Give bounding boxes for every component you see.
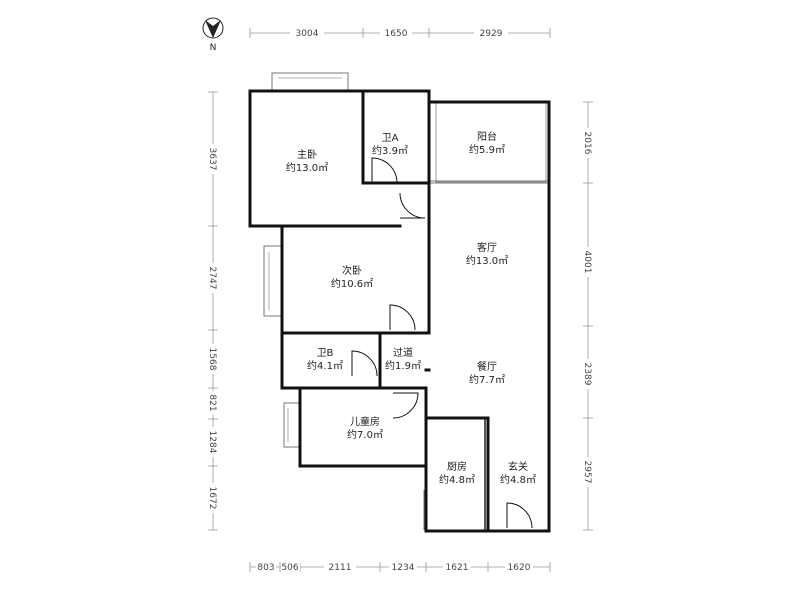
room-area-kitchen: 约4.8㎡ [439, 473, 475, 486]
doors [351, 157, 533, 529]
room-area-living-room: 约13.0㎡ [466, 254, 508, 267]
door-entrance [506, 502, 533, 529]
room-name-dining-room: 餐厅 [477, 360, 497, 373]
room-area-second-bedroom: 约10.6㎡ [331, 277, 373, 290]
door-kids-room [392, 392, 419, 419]
right-dimensions: 2016 4001 2389 2957 [582, 101, 594, 531]
room-area-dining-room: 约7.7㎡ [469, 373, 505, 386]
dim-left-1: 3637 [207, 148, 217, 171]
dim-bottom-5: 1621 [446, 563, 469, 573]
room-area-entrance: 约4.8㎡ [500, 473, 536, 486]
dim-top-2: 1650 [385, 29, 408, 39]
compass-arrow-icon [205, 20, 221, 38]
dim-right-4: 2957 [582, 461, 592, 484]
room-area-bath-b: 约4.1㎡ [307, 359, 343, 372]
dim-right-2: 4001 [582, 251, 592, 274]
dim-bottom-3: 2111 [329, 563, 352, 573]
room-area-bath-a: 约3.9㎡ [372, 144, 408, 157]
room-area-balcony: 约5.9㎡ [469, 143, 505, 156]
room-area-master-bedroom: 约13.0㎡ [286, 161, 328, 174]
bottom-dimensions: 803 506 2111 1234 1621 1620 [249, 561, 551, 573]
room-name-second-bedroom: 次卧 [342, 264, 362, 277]
door-bath-a [371, 157, 398, 184]
dim-bottom-6: 1620 [508, 563, 531, 573]
room-name-bath-b: 卫B [317, 348, 334, 359]
room-name-master-bedroom: 主卧 [297, 148, 317, 161]
compass: N [202, 17, 224, 53]
door-bath-b [351, 350, 378, 377]
dim-left-3: 1568 [207, 348, 217, 371]
compass-label: N [210, 43, 217, 53]
window-kids-room [283, 402, 302, 448]
room-name-balcony: 阳台 [477, 130, 497, 143]
dim-bottom-4: 1234 [392, 563, 415, 573]
dim-bottom-2: 506 [281, 563, 298, 573]
top-dimensions: 3004 1650 2929 [249, 27, 551, 39]
door-second-bedroom [389, 304, 416, 331]
window-second-bedroom [263, 245, 283, 317]
left-dimensions: 3637 2747 1568 821 1284 1672 [207, 91, 219, 531]
room-labels: 主卧 约13.0㎡ 卫A 约3.9㎡ 阳台 约5.9㎡ 次卧 约10.6㎡ 客厅… [286, 130, 536, 486]
dim-bottom-1: 803 [257, 563, 274, 573]
dim-right-1: 2016 [582, 132, 592, 155]
dim-left-5: 1284 [207, 431, 217, 454]
room-name-entrance: 玄关 [508, 460, 528, 473]
walls [248, 89, 551, 533]
room-name-kitchen: 厨房 [447, 460, 467, 473]
room-name-living-room: 客厅 [477, 241, 497, 254]
dim-top-3: 2929 [480, 29, 503, 39]
dim-left-6: 1672 [207, 487, 217, 510]
door-master-bedroom [399, 192, 426, 219]
dim-left-2: 2747 [207, 267, 217, 290]
room-name-bath-a: 卫A [382, 133, 399, 144]
dim-left-4: 821 [207, 394, 217, 411]
room-name-kids-room: 儿童房 [350, 415, 380, 428]
dim-top-1: 3004 [296, 29, 319, 39]
windows [263, 72, 548, 530]
room-area-corridor: 约1.9㎡ [385, 359, 421, 372]
window-master-bedroom [271, 72, 349, 92]
room-area-kids-room: 约7.0㎡ [347, 428, 383, 441]
dim-right-3: 2389 [582, 363, 592, 386]
room-name-corridor: 过道 [393, 346, 413, 359]
